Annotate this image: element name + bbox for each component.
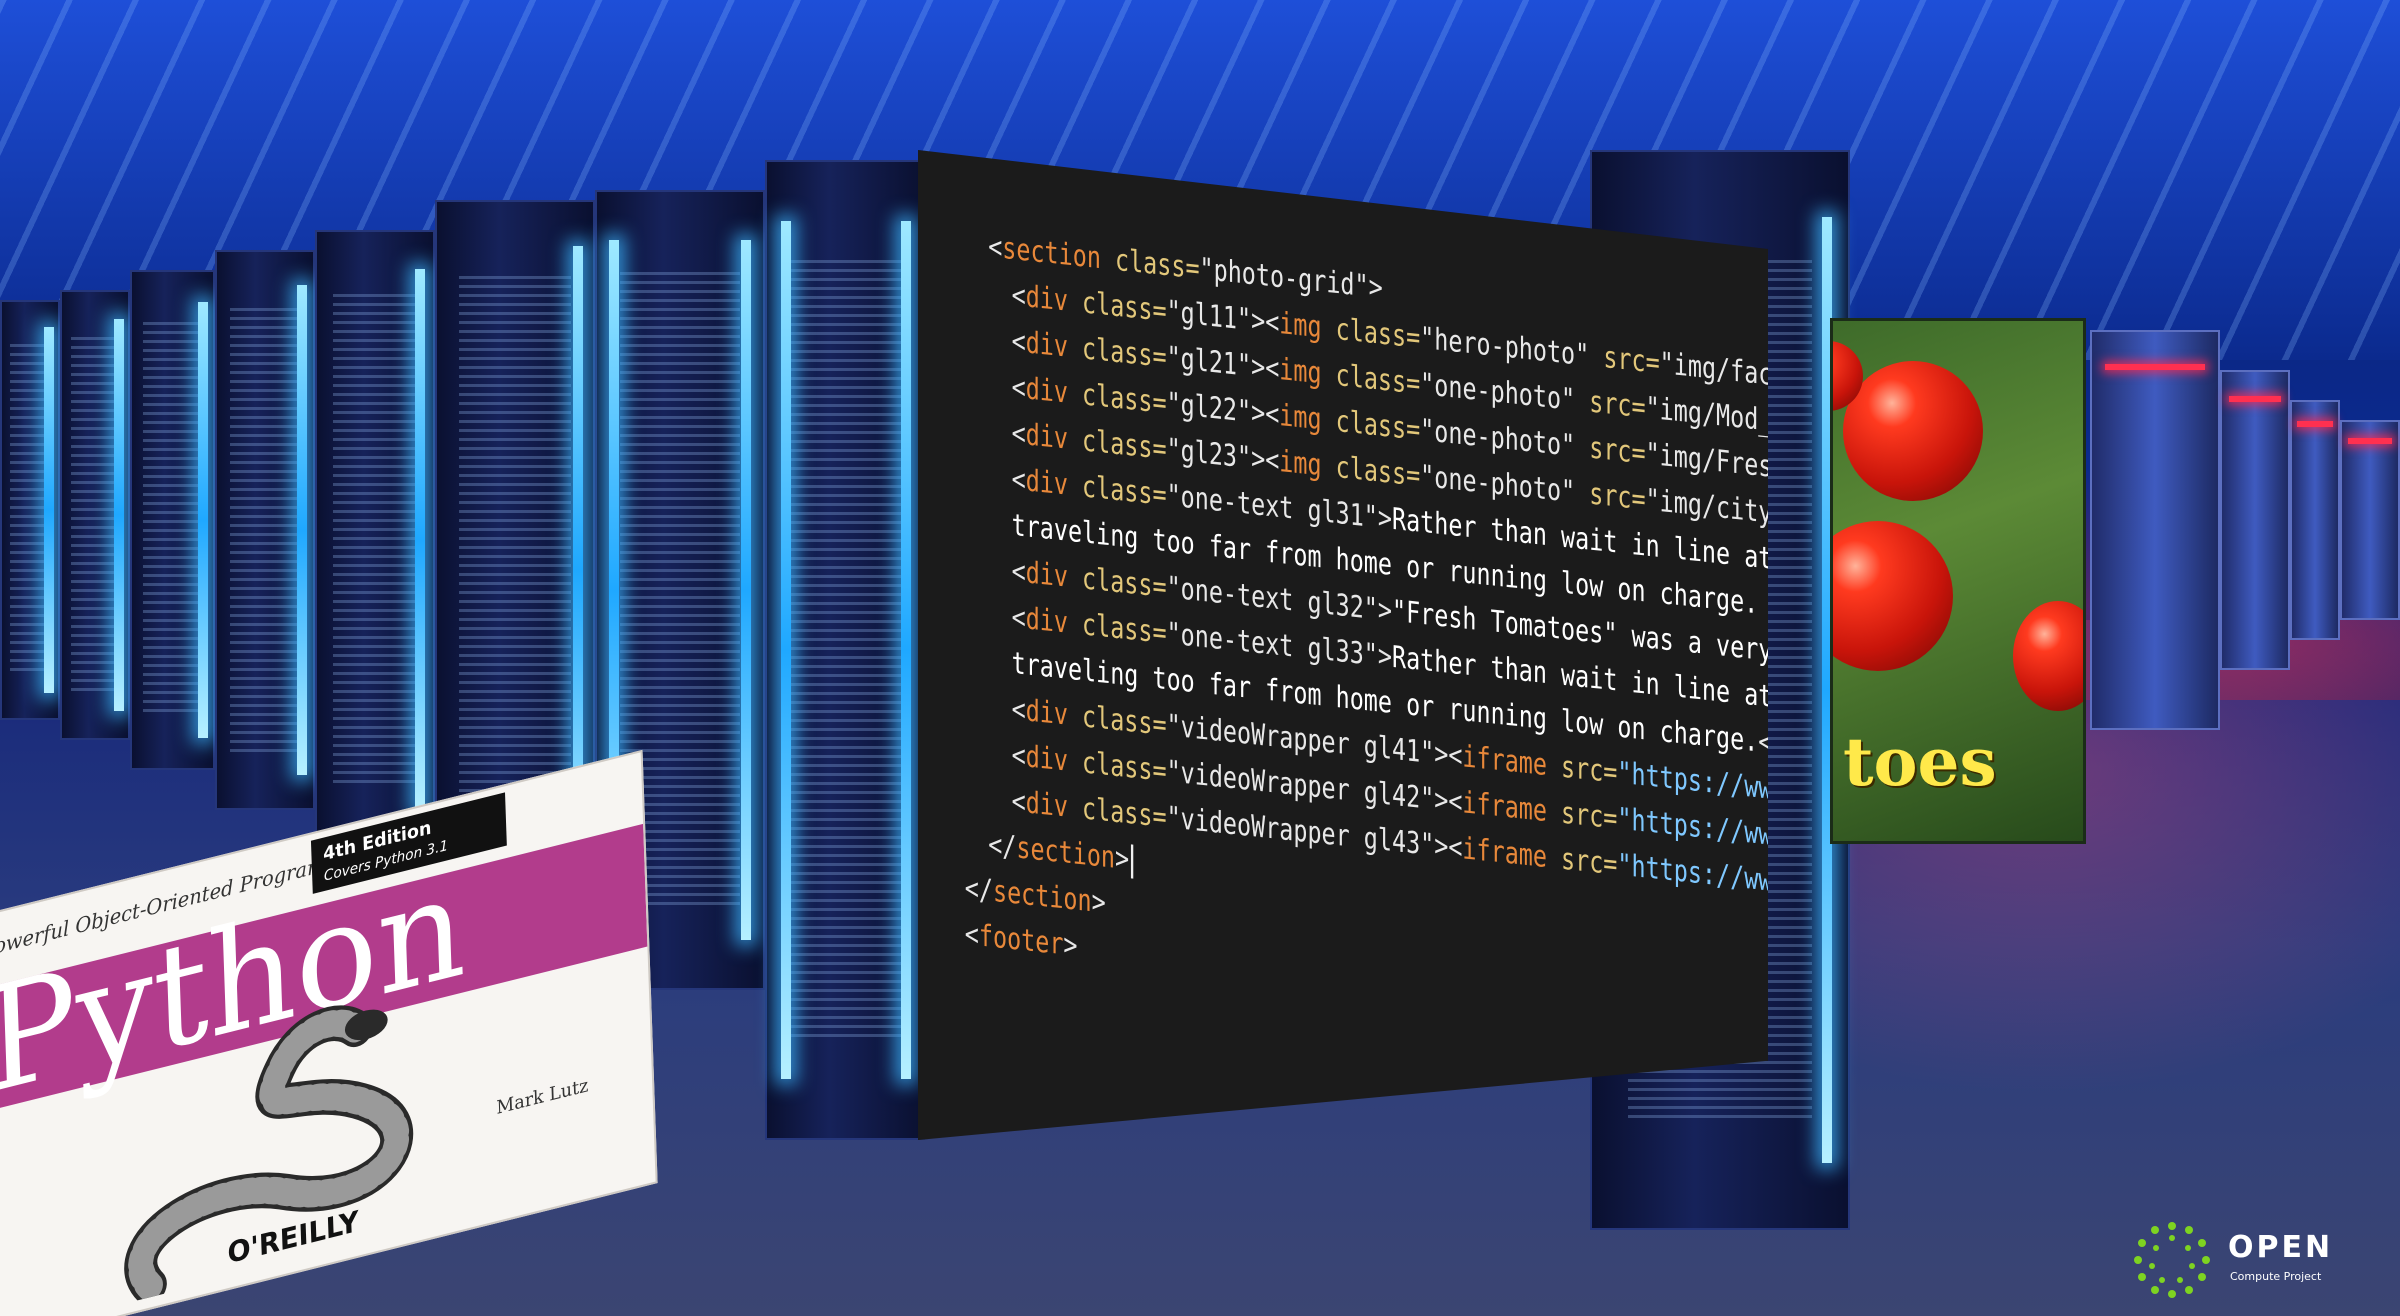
server-rack [2340, 420, 2400, 620]
open-compute-logo: OPEN Compute Project [2130, 1218, 2350, 1302]
server-rack [215, 250, 315, 810]
code-line: <footer> [964, 916, 1078, 964]
server-rack [0, 300, 60, 720]
book-author: Mark Lutz [496, 1074, 589, 1120]
server-rack [60, 290, 130, 740]
server-rack [315, 230, 435, 850]
logo-subtitle: Compute Project [2230, 1270, 2322, 1283]
code-line: </section> [988, 825, 1133, 880]
server-rack [765, 160, 925, 1140]
logo-word: OPEN [2228, 1230, 2334, 1265]
server-rack [2220, 370, 2290, 670]
tomato [2013, 601, 2083, 711]
text-cursor [1130, 843, 1133, 879]
code-line: </section> [964, 870, 1106, 921]
tomato [1843, 361, 1983, 501]
server-rack [2290, 400, 2340, 640]
tomato-caption: toes [1843, 723, 1997, 801]
code-editor-panel: <section class="photo-grid"> <div class=… [918, 150, 1768, 1140]
python-book-cover: Powerful Object-Oriented Programming 4th… [0, 749, 658, 1316]
server-rack [130, 270, 215, 770]
tomato-poster: toes [1830, 318, 2086, 844]
python-snake-illustration [124, 1005, 414, 1305]
open-compute-logo-mark [2134, 1222, 2210, 1298]
server-rack [2090, 330, 2220, 730]
tomato [1833, 521, 1953, 671]
